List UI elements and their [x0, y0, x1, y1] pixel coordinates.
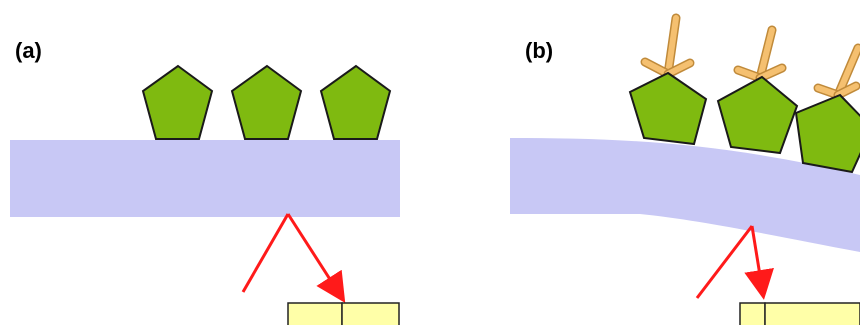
photodetector-left-cell	[739, 302, 766, 325]
antibody-icon	[733, 25, 787, 83]
panel-b-antibodies	[640, 13, 860, 100]
panel-a-slab	[10, 140, 400, 217]
incident-beam	[241, 213, 290, 293]
photodetector-right-cell	[341, 302, 400, 325]
reflected-beam-arrow	[744, 225, 774, 300]
panel-b-bent-slab	[510, 138, 860, 252]
panel-a-laser-beam	[241, 213, 346, 304]
molecule-pentagon-icon	[141, 64, 214, 140]
panel-b-molecules	[628, 71, 860, 174]
panel-a-molecules	[141, 64, 392, 140]
panel-a: (a)	[10, 38, 400, 325]
molecule-pentagon-icon	[319, 64, 392, 140]
incident-beam	[695, 225, 754, 299]
panel-a-label: (a)	[15, 38, 42, 63]
reflected-beam-arrow	[286, 213, 346, 304]
molecule-pentagon-icon	[628, 71, 708, 146]
panel-b-laser-beam	[695, 225, 774, 300]
molecule-pentagon-icon	[794, 93, 860, 174]
photodetector-right-cell	[764, 302, 860, 325]
panel-a-photodetector	[287, 302, 400, 325]
panel-b: (b)	[510, 13, 860, 325]
photodetector-left-cell	[287, 302, 343, 325]
molecule-pentagon-icon	[230, 64, 303, 140]
molecule-pentagon-icon	[716, 75, 799, 155]
panel-b-photodetector	[739, 302, 860, 325]
antibody-icon	[813, 43, 860, 100]
antibody-icon	[640, 13, 695, 79]
panel-b-label: (b)	[525, 38, 553, 63]
